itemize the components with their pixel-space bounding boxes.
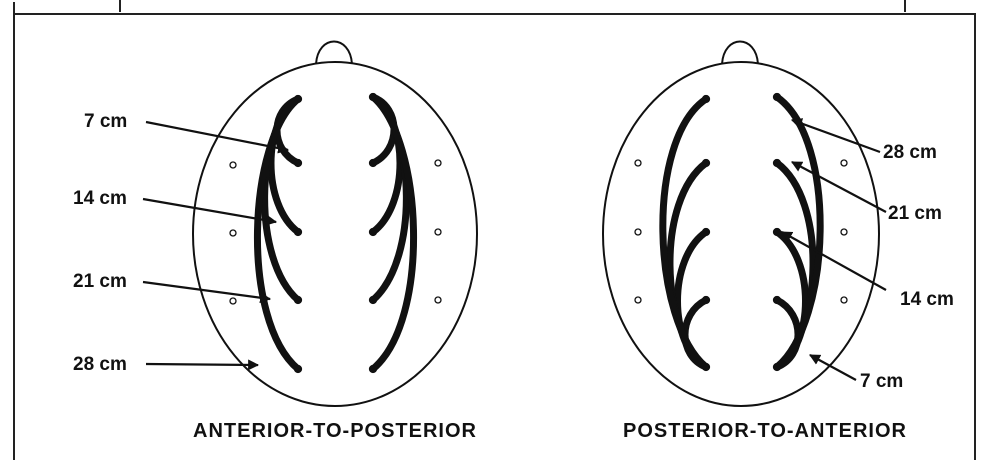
distance-label: 7 cm <box>84 111 127 132</box>
right-head: 28 cm 21 cm 14 cm 7 cm POSTERIOR-TO-ANTE… <box>603 42 954 443</box>
electrode <box>435 160 441 166</box>
head-outline-right <box>603 62 879 406</box>
distance-label: 7 cm <box>860 371 903 392</box>
distance-label: 21 cm <box>73 271 127 292</box>
electrode <box>230 298 236 304</box>
distance-label: 21 cm <box>888 203 942 224</box>
electrode <box>841 297 847 303</box>
distance-label: 28 cm <box>883 142 937 163</box>
electrode <box>230 230 236 236</box>
panel-title-right: POSTERIOR-TO-ANTERIOR <box>623 420 907 442</box>
electrode <box>435 297 441 303</box>
electrode <box>841 229 847 235</box>
electrode <box>841 160 847 166</box>
panel-title-left: ANTERIOR-TO-POSTERIOR <box>193 420 477 442</box>
nose-left <box>316 42 352 65</box>
electrode <box>435 229 441 235</box>
left-head: 7 cm 14 cm 21 cm 28 cm ANTERIOR-TO-POSTE… <box>73 42 477 443</box>
distance-label: 14 cm <box>73 188 127 209</box>
nose-right <box>722 42 758 65</box>
distance-label: 28 cm <box>73 354 127 375</box>
pointer-28cm <box>146 364 258 365</box>
electrode <box>635 297 641 303</box>
electrode <box>635 160 641 166</box>
electrode <box>230 162 236 168</box>
distance-label: 14 cm <box>900 289 954 310</box>
electrode <box>635 229 641 235</box>
